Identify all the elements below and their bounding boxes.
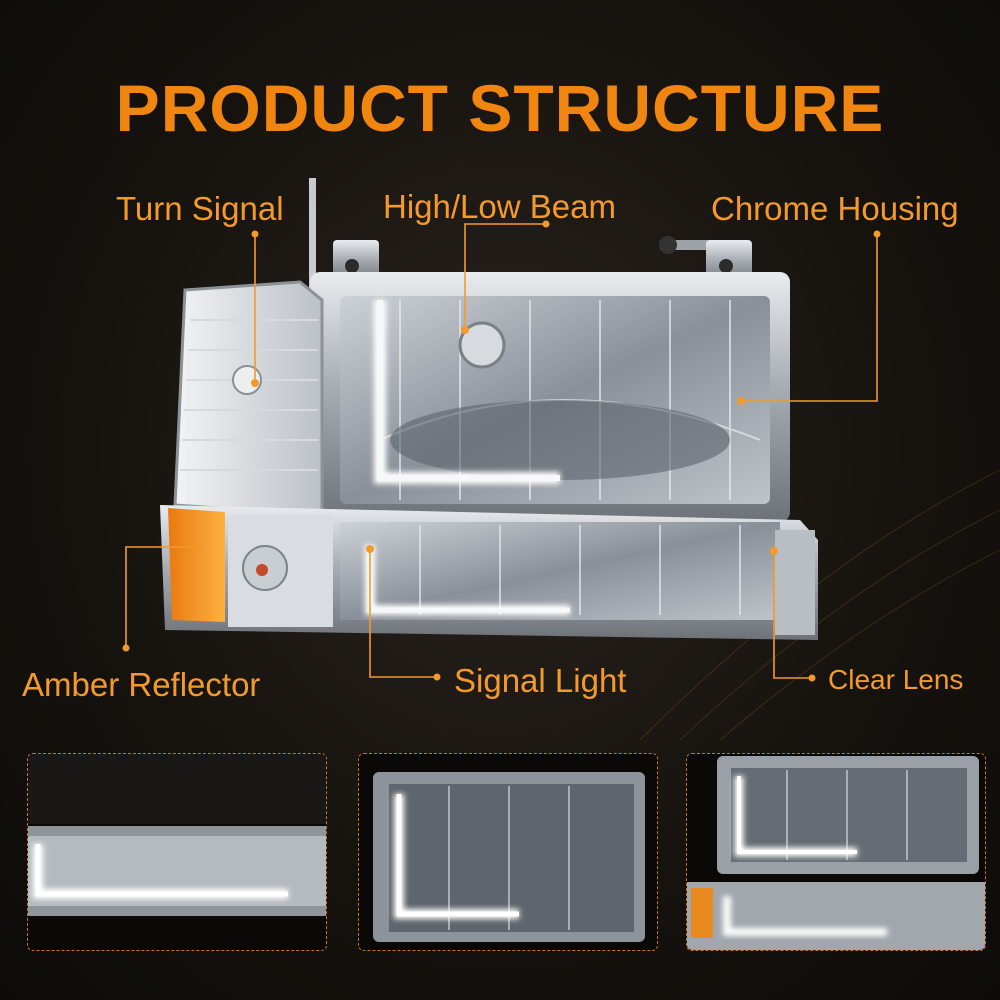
corner-light	[173, 280, 324, 517]
callout-chrome-housing: Chrome Housing	[711, 190, 959, 227]
thumbnail-right	[686, 753, 986, 951]
bumper-light	[160, 505, 818, 640]
thumbnail-left	[27, 753, 327, 951]
callout-amber-reflector: Amber Reflector	[22, 666, 261, 703]
page-title: PRODUCT STRUCTURE	[115, 71, 885, 145]
callout-clear-lens: Clear Lens	[828, 664, 964, 695]
background-swoosh	[639, 469, 1000, 740]
callout-lines	[122, 220, 881, 682]
callout-high-low-beam: High/Low Beam	[383, 188, 616, 225]
main-housing	[310, 272, 790, 522]
callout-turn-signal: Turn Signal	[116, 190, 284, 227]
callout-signal-light: Signal Light	[454, 662, 627, 699]
headlight-illustration	[122, 178, 1000, 740]
thumbnail-center	[358, 753, 658, 951]
